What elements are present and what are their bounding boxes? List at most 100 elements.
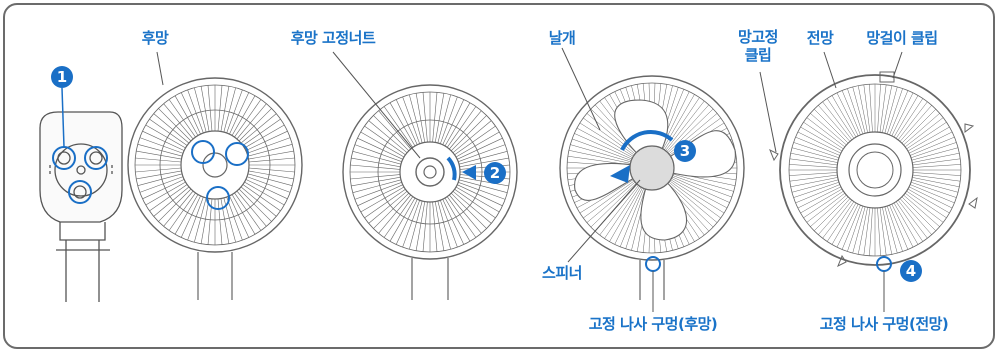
guard-spoke bbox=[797, 186, 842, 209]
motor-housing bbox=[39, 111, 123, 302]
guard-spoke bbox=[234, 99, 262, 138]
guard-spoke bbox=[174, 95, 199, 136]
guard-spoke bbox=[810, 113, 847, 146]
guard-spoke bbox=[895, 98, 924, 139]
guard-spoke bbox=[669, 180, 721, 219]
guard-spoke bbox=[373, 115, 410, 152]
guard-spoke bbox=[351, 157, 401, 168]
guard-spoke bbox=[908, 131, 953, 154]
guard-spoke bbox=[570, 144, 631, 163]
guard-spoke bbox=[187, 196, 204, 241]
guard-spoke bbox=[236, 190, 267, 227]
screw-hole-rear-marker bbox=[645, 256, 661, 272]
guard-spoke bbox=[579, 179, 634, 214]
guard-spoke bbox=[248, 150, 294, 160]
guard-spoke bbox=[911, 179, 959, 193]
guard-spoke bbox=[231, 194, 256, 235]
label-guard-clip-line2: 클립 bbox=[744, 46, 772, 64]
guard-spoke bbox=[136, 150, 182, 160]
guard-spoke bbox=[590, 183, 637, 228]
guard-spoke bbox=[244, 181, 285, 206]
guard-spoke bbox=[906, 121, 947, 150]
guard-spoke bbox=[351, 176, 401, 187]
guard-spoke bbox=[437, 94, 451, 144]
rear-guard-drawing bbox=[127, 77, 303, 300]
guard-spoke bbox=[814, 196, 849, 231]
guard-spoke bbox=[882, 85, 893, 133]
guard-spoke bbox=[364, 125, 406, 156]
guard-spoke bbox=[149, 184, 188, 212]
guard-spoke bbox=[671, 178, 728, 209]
guard-spoke bbox=[609, 186, 642, 242]
guard-spoke bbox=[912, 158, 961, 166]
guard-spoke bbox=[884, 86, 898, 134]
guard-spoke bbox=[455, 186, 500, 213]
guard-spoke bbox=[906, 190, 947, 219]
arrow-head-2 bbox=[462, 165, 476, 180]
guard-spoke bbox=[457, 137, 503, 160]
guard-spoke bbox=[200, 86, 210, 132]
guard-spoke bbox=[389, 197, 416, 242]
guard-spoke bbox=[841, 205, 861, 250]
label-spinner: 스피너 bbox=[542, 264, 582, 282]
guard-spoke bbox=[590, 108, 637, 153]
guard-spoke bbox=[800, 126, 843, 152]
front-guard-leader bbox=[823, 51, 837, 89]
guard-spoke bbox=[245, 179, 288, 200]
guard-spoke bbox=[614, 187, 643, 245]
guard-spoke bbox=[163, 103, 194, 140]
step1-leader bbox=[61, 87, 65, 148]
guard-spoke bbox=[893, 95, 919, 138]
guard-spoke bbox=[822, 101, 853, 141]
hanger-clip-leader bbox=[892, 51, 903, 79]
guard-spoke bbox=[879, 84, 887, 133]
guard-spoke bbox=[667, 183, 714, 228]
guard-spoke bbox=[180, 92, 201, 135]
guard-spoke bbox=[432, 201, 438, 252]
label-screw-hole-front: 고정 나사 구멍(전망) bbox=[819, 315, 949, 333]
guard-spoke bbox=[145, 124, 186, 149]
guard-spoke bbox=[350, 164, 401, 170]
guard-spoke bbox=[434, 93, 445, 143]
label-guard-clip-line1: 망고정 bbox=[738, 28, 778, 46]
guard-spoke bbox=[789, 172, 838, 176]
guard-spoke bbox=[912, 164, 961, 168]
guard-spoke bbox=[869, 84, 873, 133]
guard-spoke bbox=[803, 121, 844, 150]
guard-spoke bbox=[886, 88, 903, 135]
guard-spoke bbox=[891, 92, 914, 137]
guard-spoke bbox=[350, 174, 401, 180]
guard-spoke bbox=[895, 201, 924, 242]
guard-spoke bbox=[145, 181, 186, 206]
guard-spoke bbox=[194, 197, 207, 243]
guard-spoke bbox=[149, 118, 188, 146]
guard-spoke bbox=[893, 202, 919, 245]
guard-spoke bbox=[836, 92, 859, 137]
rear-guard-leader bbox=[156, 51, 164, 86]
guard-spoke bbox=[168, 99, 196, 138]
guard-spoke bbox=[139, 176, 184, 193]
guard-spoke bbox=[242, 118, 281, 146]
guard-spoke bbox=[847, 205, 864, 252]
guard-spoke bbox=[246, 176, 291, 193]
guard-spoke bbox=[437, 200, 451, 250]
guard-spoke bbox=[180, 195, 201, 238]
guard-spoke bbox=[229, 195, 250, 238]
guard-spoke bbox=[240, 113, 277, 144]
guard-spoke bbox=[789, 164, 838, 168]
guard-spoke bbox=[220, 198, 230, 244]
guard-spoke bbox=[226, 196, 243, 241]
guard-spoke bbox=[810, 194, 847, 227]
guard-spoke bbox=[625, 188, 646, 249]
guard-spoke bbox=[668, 181, 718, 223]
guard-spoke bbox=[236, 103, 267, 140]
guard-spoke bbox=[357, 137, 403, 160]
guard-spoke bbox=[450, 115, 487, 152]
guard-spoke bbox=[793, 142, 840, 159]
guard-spoke bbox=[891, 203, 914, 248]
guard-spoke bbox=[672, 175, 732, 198]
guard-spoke bbox=[153, 186, 190, 217]
guard-spoke bbox=[248, 157, 295, 163]
guard-spoke bbox=[899, 105, 932, 142]
guard-spoke bbox=[446, 196, 477, 238]
